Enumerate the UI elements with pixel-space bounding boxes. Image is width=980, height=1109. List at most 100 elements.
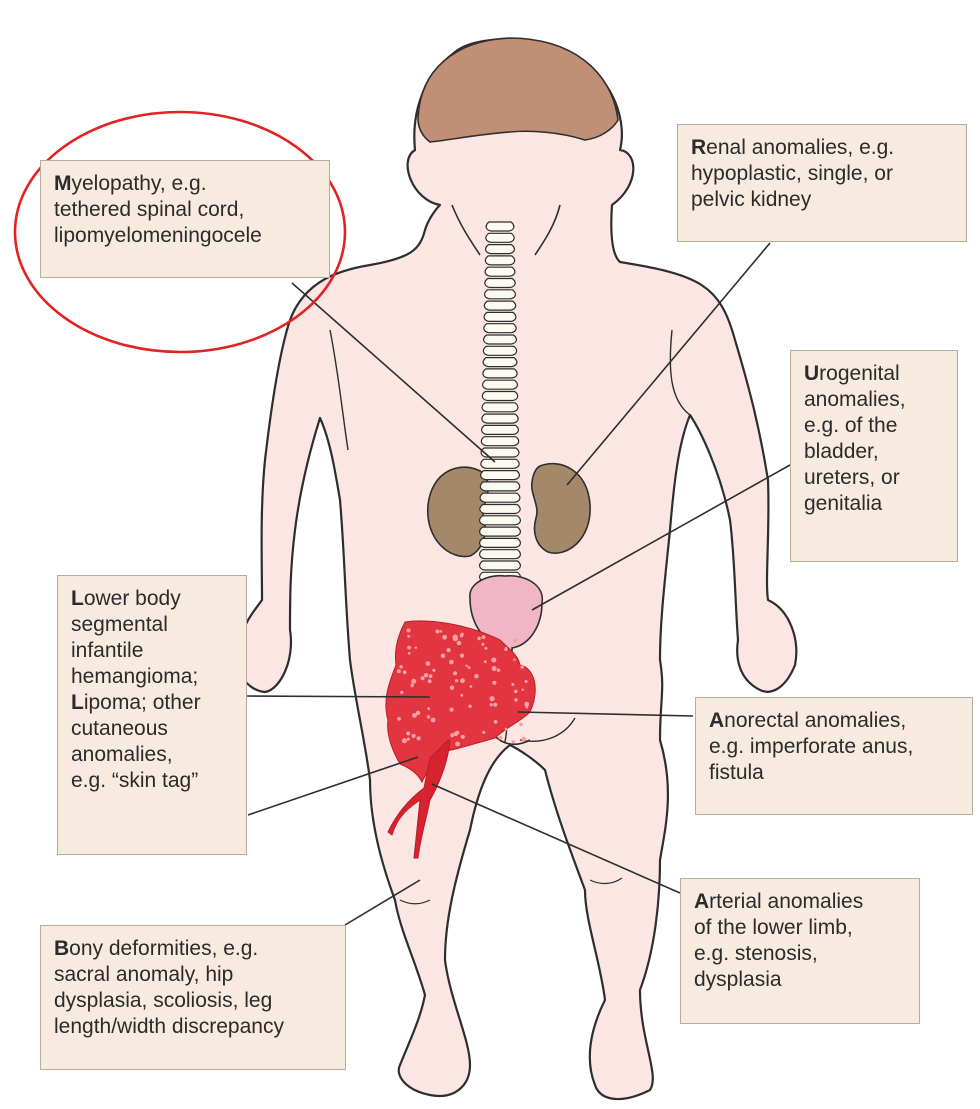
line-text: anomalies, [71, 743, 173, 766]
anorectal-line: fistula [709, 760, 959, 786]
speckle [497, 669, 500, 672]
vertebra [484, 301, 515, 310]
vertebra [483, 369, 517, 378]
speckle [397, 717, 401, 721]
vertebra [483, 358, 517, 367]
speckle [431, 718, 436, 723]
renal-line: Renal anomalies, e.g. [691, 135, 953, 161]
right-kidney [532, 464, 590, 554]
lower-body-line: anomalies, [71, 742, 233, 768]
speckle [407, 646, 411, 650]
speckle [513, 659, 515, 661]
vertebra [486, 245, 515, 254]
speckle [411, 679, 416, 684]
urogenital-line: e.g. of the [804, 413, 944, 439]
speckle [441, 654, 445, 658]
arterial-line: Arterial anomalies [694, 889, 906, 915]
speckle [400, 691, 403, 694]
vertebra [480, 505, 520, 514]
speckle [455, 742, 460, 747]
line-text: yelopathy, e.g. [72, 172, 207, 195]
line-text: lipomyelomeningocele [54, 224, 262, 247]
vertebra [482, 392, 517, 401]
speckle [485, 647, 488, 650]
line-text: e.g. stenosis, [694, 942, 818, 965]
line-text: dysplasia, scoliosis, leg [54, 989, 272, 1012]
arterial-line: of the lower limb, [694, 915, 906, 941]
speckle [407, 635, 410, 638]
speckle [457, 641, 462, 646]
line-text: genitalia [804, 492, 882, 515]
line-text: anomalies, [804, 388, 906, 411]
speckle [412, 713, 417, 718]
arterial-line: e.g. stenosis, [694, 941, 906, 967]
bony-line: dysplasia, scoliosis, leg [54, 988, 332, 1014]
vertebra [485, 256, 514, 265]
vertebra [485, 290, 516, 299]
speckle [482, 731, 485, 734]
speckle [455, 679, 458, 682]
speckle [520, 665, 524, 669]
speckle [450, 708, 454, 712]
line-text: e.g. “skin tag” [71, 769, 198, 792]
speckle [399, 665, 402, 668]
speckle [492, 681, 496, 685]
speckle [461, 735, 465, 739]
line-text: cutaneous [71, 717, 168, 740]
speckle [468, 666, 471, 669]
vertebra [486, 233, 514, 242]
vertebra [480, 561, 521, 570]
speckle [450, 686, 454, 690]
line-text: dysplasia [694, 968, 782, 991]
box-renal: Renal anomalies, e.g.hypoplastic, single… [677, 124, 967, 242]
speckle [415, 647, 417, 649]
speckle [436, 630, 440, 634]
vertebra [480, 482, 519, 491]
speckle [453, 671, 457, 675]
line-text: hemangioma; [71, 665, 198, 688]
speckle [460, 694, 463, 697]
speckle [412, 734, 416, 738]
speckle [525, 706, 528, 709]
speckle [460, 654, 464, 658]
vertebra [486, 222, 514, 231]
vertebra [483, 346, 516, 355]
vertebra [481, 471, 520, 480]
line-text: e.g. of the [804, 414, 897, 437]
myelopathy-line: Myelopathy, e.g. [54, 171, 316, 197]
bold-initial: L [71, 691, 84, 714]
bony-line: sacral anomaly, hip [54, 962, 332, 988]
speckle [442, 635, 447, 640]
speckle [514, 698, 518, 702]
speckle [504, 648, 507, 651]
line-text: norectal anomalies, [724, 709, 906, 732]
speckle [460, 678, 465, 683]
bold-initial: B [54, 937, 69, 960]
vertebra [481, 459, 519, 468]
speckle [481, 643, 484, 646]
anorectal-line: e.g. imperforate anus, [709, 734, 959, 760]
speckle [426, 674, 428, 676]
speckle [403, 670, 407, 674]
speckle [460, 634, 463, 637]
urogenital-line: genitalia [804, 491, 944, 517]
vertebra [480, 550, 521, 559]
arterial-line: dysplasia [694, 967, 906, 993]
leader-hemangioma [246, 696, 430, 697]
speckle [447, 648, 451, 652]
speckle [498, 736, 502, 740]
speckle [402, 738, 407, 743]
urogenital-line: ureters, or [804, 465, 944, 491]
box-anorectal: Anorectal anomalies,e.g. imperforate anu… [695, 697, 973, 815]
speckle [491, 658, 496, 663]
line-text: e.g. imperforate anus, [709, 735, 913, 758]
speckle [522, 737, 527, 742]
speckle [514, 690, 518, 694]
vertebra [485, 267, 515, 276]
line-text: fistula [709, 761, 764, 784]
vertebra [480, 493, 520, 502]
renal-line: hypoplastic, single, or [691, 161, 953, 187]
